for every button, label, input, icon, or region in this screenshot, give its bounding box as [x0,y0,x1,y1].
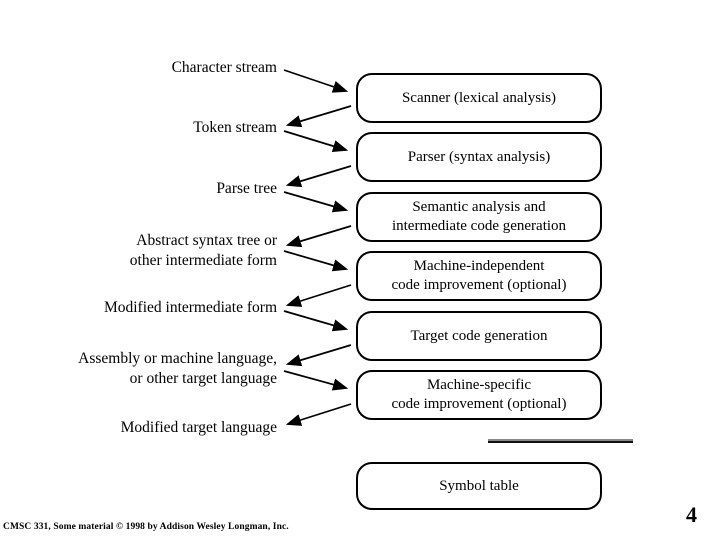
arrow-machine-independent-to-modified-intermediate [285,284,352,307]
phase-box-line: Machine-independent [413,258,545,274]
label-line: or other target language [129,370,277,387]
phase-box-line: code improvement (optional) [391,277,567,293]
arrow-ast-to-machine-independent [283,250,349,272]
label-line: Assembly or machine language, [78,350,277,367]
label-modified-intermediate-form: Modified intermediate form [104,298,277,318]
symbol-table-label: Symbol table [439,477,519,494]
arrow-machine-specific-to-modified-target [285,403,352,426]
label-line: Character stream [171,59,277,76]
phase-box-target-code-generation: Target code generation [356,311,602,361]
phase-box-parser: Parser (syntax analysis) [356,132,602,182]
label-line: Modified intermediate form [103,299,277,316]
label-line: Abstract syntax tree or [136,232,277,249]
label-line: Modified target language [120,419,277,436]
phase-box-line: Semantic analysis and [412,199,546,215]
phase-box-machine-independent-improvement: Machine-independent code improvement (op… [356,251,602,301]
phase-box-line: Scanner (lexical analysis) [401,89,557,106]
arrow-assembly-to-machine-specific [283,370,349,391]
arrow-token-stream-to-parser [283,130,349,153]
label-line: other intermediate form [129,252,277,269]
arrow-parse-tree-to-semantic-analysis [283,191,349,213]
phase-box-line: Parser (syntax analysis) [407,148,551,165]
phase-box-line: code improvement (optional) [391,396,567,412]
label-abstract-syntax-tree: Abstract syntax tree or other intermedia… [130,231,277,271]
label-character-stream: Character stream [172,58,277,78]
phase-box-scanner: Scanner (lexical analysis) [356,73,602,123]
label-token-stream: Token stream [193,118,277,138]
phase-box-line: Target code generation [410,327,548,344]
arrow-target-code-generation-to-assembly [285,344,352,367]
arrow-scanner-to-token-stream [285,105,352,128]
symbol-table-box: Symbol table [356,462,602,510]
label-parse-tree: Parse tree [216,179,277,199]
phase-box-semantic-analysis: Semantic analysis and intermediate code … [356,192,602,242]
arrow-parser-to-parse-tree [285,165,352,188]
arrow-semantic-analysis-to-ast [285,225,352,248]
label-line: Token stream [193,119,277,136]
arrow-character-stream-to-scanner [283,69,349,93]
label-line: Parse tree [216,180,277,197]
label-modified-target-language: Modified target language [121,418,277,438]
divider-line [488,438,633,443]
phase-box-line: intermediate code generation [391,218,567,234]
page-number: 4 [686,502,697,527]
phase-box-machine-specific-improvement: Machine-specific code improvement (optio… [356,370,602,420]
label-assembly-or-machine-language: Assembly or machine language, or other t… [78,349,277,389]
arrow-modified-intermediate-to-target-code-generation [283,310,349,332]
footer-credit: CMSC 331, Some material © 1998 by Addiso… [3,522,289,532]
phase-box-line: Machine-specific [426,377,532,393]
